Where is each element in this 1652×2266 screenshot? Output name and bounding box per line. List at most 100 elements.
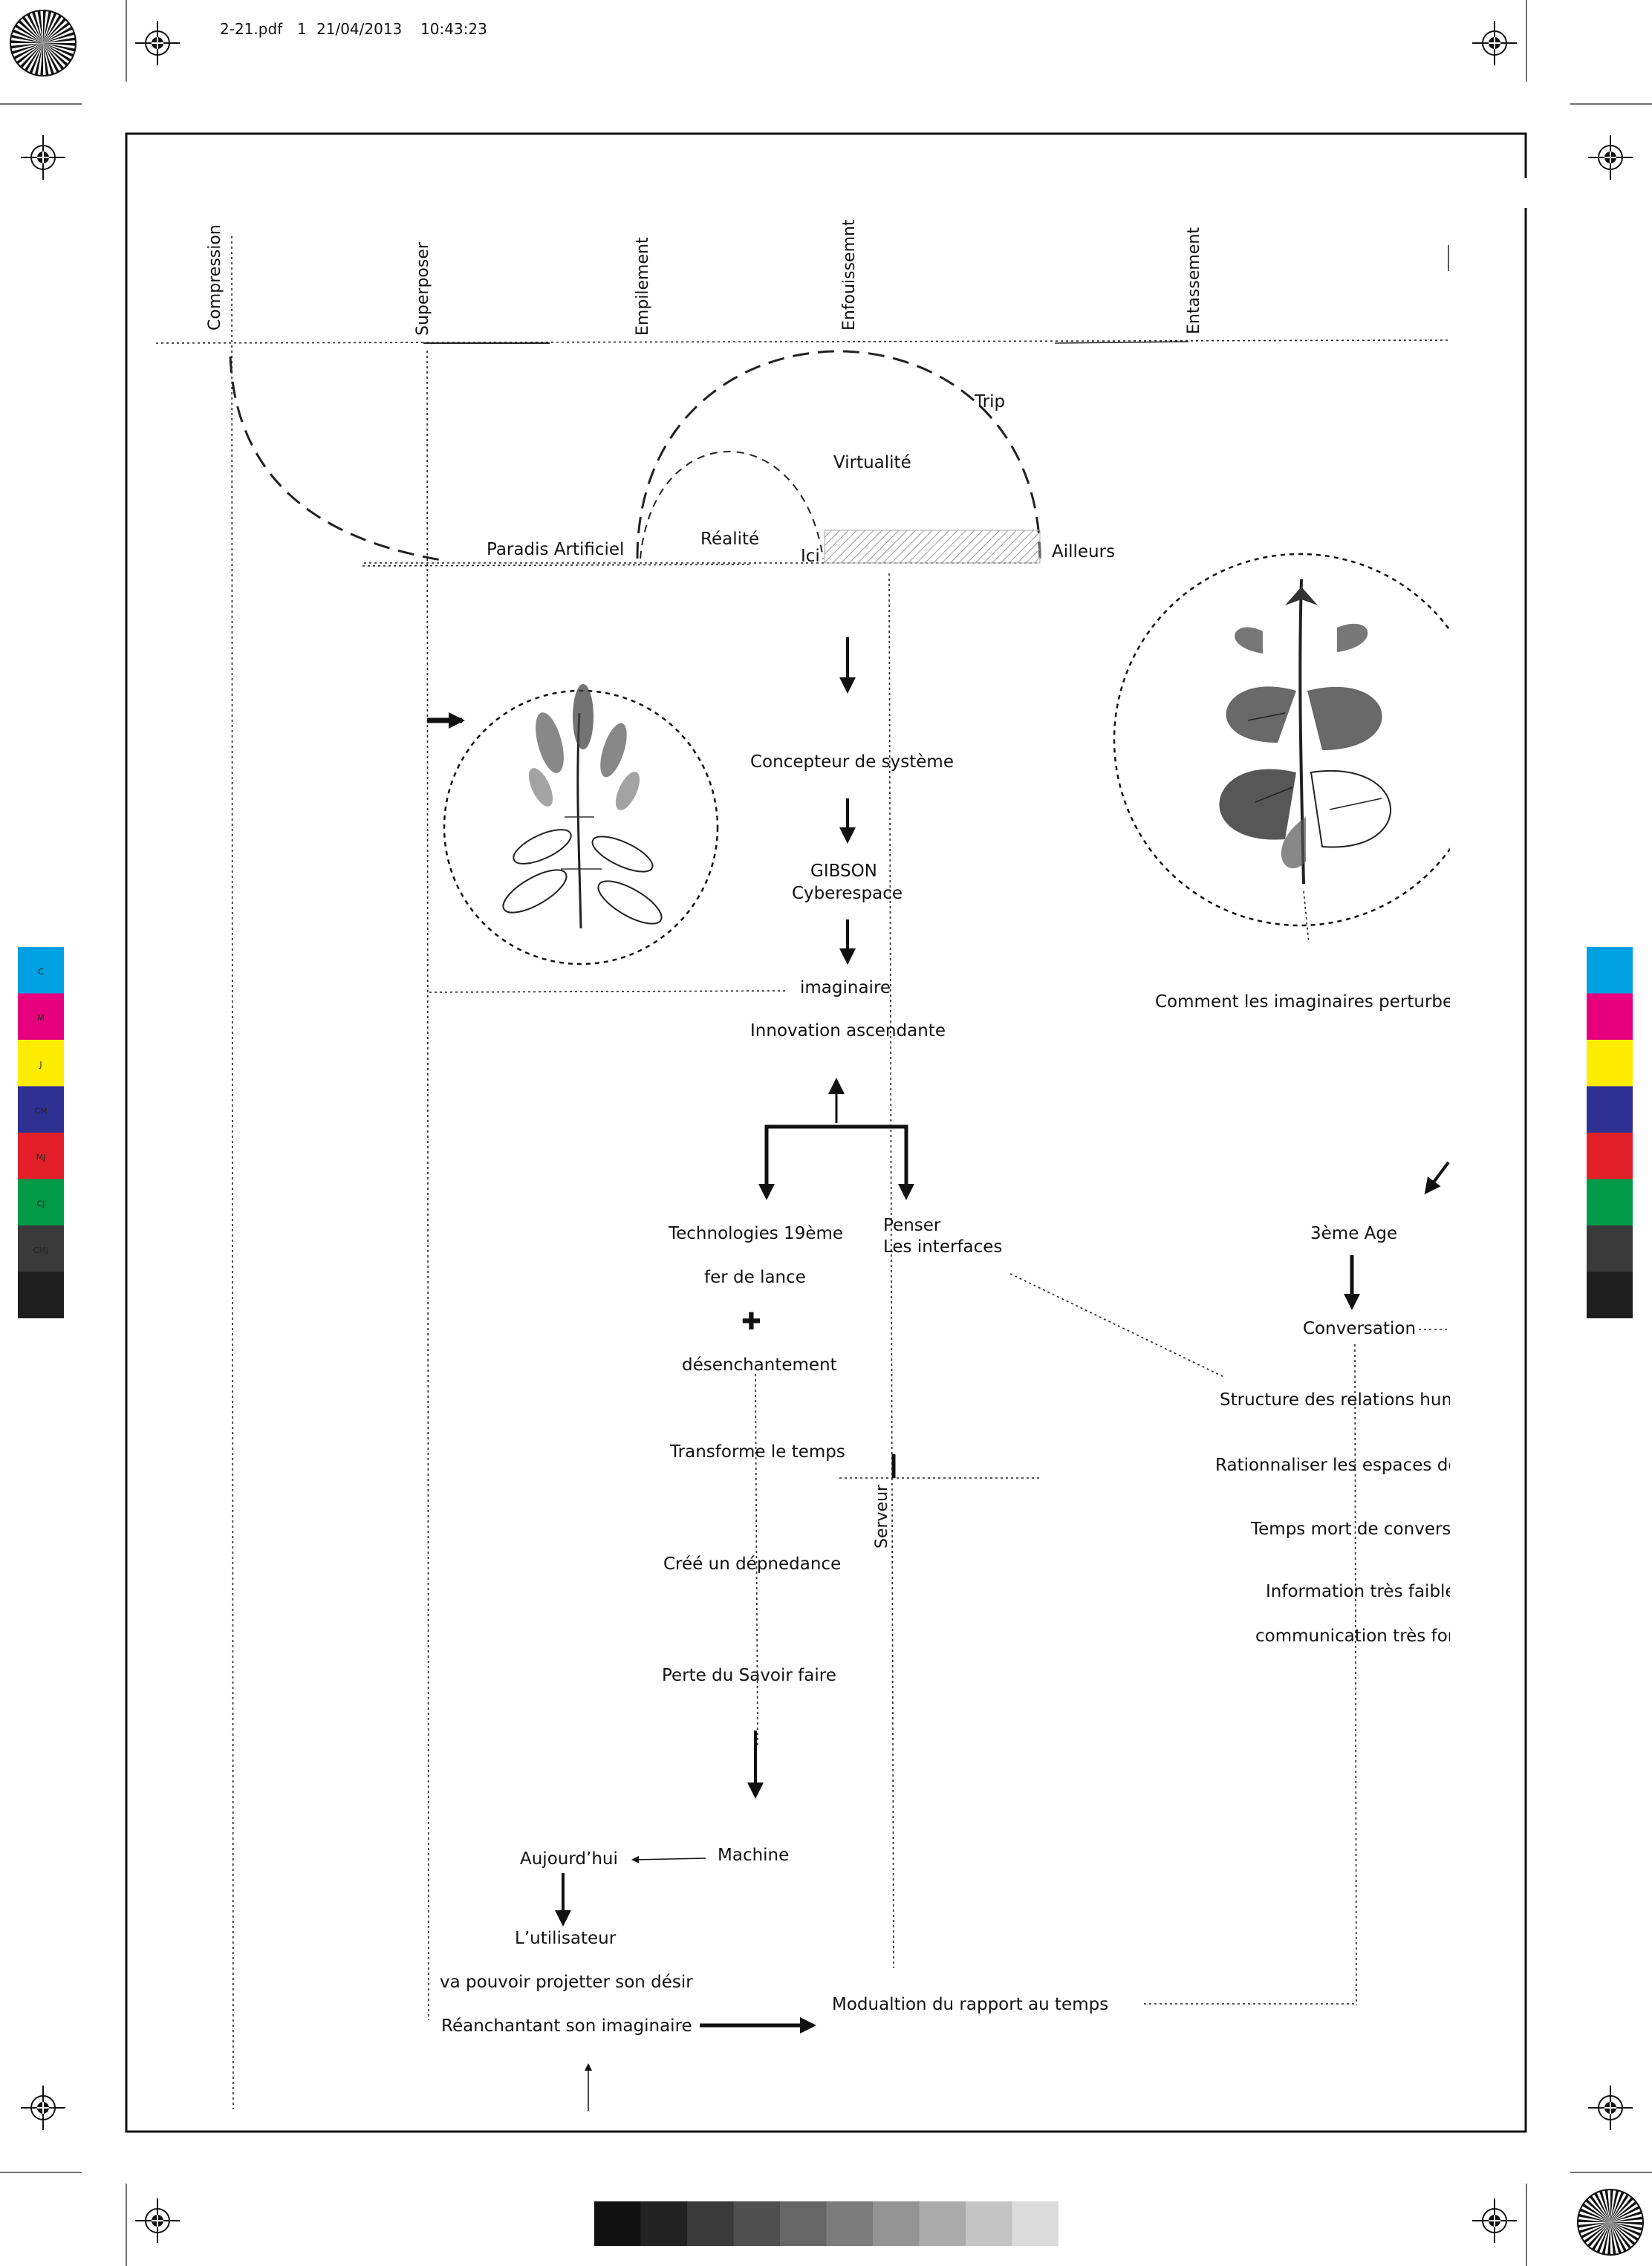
flow-arrows <box>427 637 1450 2111</box>
label-trip: Trip <box>974 392 1005 411</box>
gray-swatch <box>919 2201 966 2246</box>
label-interfaces: Les interfaces <box>883 1237 1002 1257</box>
gray-swatch <box>640 2201 687 2246</box>
compression-arc <box>229 356 446 562</box>
label-age: 3ème Age <box>1310 1224 1397 1243</box>
color-swatch <box>1587 947 1633 994</box>
gray-swatch <box>966 2201 1012 2246</box>
label-machine: Machine <box>718 1846 789 1865</box>
column-compression: Compression <box>206 224 224 331</box>
label-dependance: Créé un dépnedance <box>663 1554 841 1574</box>
label-innovation: Innovation ascendante <box>750 1021 946 1041</box>
color-swatch-label: M <box>37 1014 45 1023</box>
header-filename: 2-21.pdf <box>220 20 283 38</box>
color-swatch-label: C <box>38 967 44 977</box>
gray-swatch <box>687 2201 734 2246</box>
label-gibson: GIBSON <box>810 862 877 881</box>
gray-swatch <box>733 2201 780 2246</box>
color-bar-right <box>1587 947 1633 1318</box>
color-swatch-label: J <box>39 1060 42 1069</box>
label-comment: Comment les imaginaires perturbent <box>1155 992 1471 1012</box>
gray-swatch <box>594 2201 641 2246</box>
label-technologies: Technologies 19ème <box>668 1224 843 1243</box>
column-guides <box>231 235 1448 2110</box>
right-branch: Penser Les interfaces Serveur <box>873 1216 1002 1549</box>
color-swatch-label: CMJ <box>33 1246 48 1255</box>
gray-swatch <box>873 2201 920 2246</box>
label-ailleurs: Ailleurs <box>1052 542 1115 561</box>
header-date: 21/04/2013 <box>316 20 402 38</box>
starburst-target-icon <box>10 10 77 76</box>
label-modualtion: Modualtion du rapport au temps <box>832 1995 1108 2014</box>
page-frame <box>125 132 1527 2133</box>
label-utilisateur: L’utilisateur <box>515 1929 617 1948</box>
gray-swatch <box>826 2201 873 2246</box>
color-swatch <box>1587 1225 1633 1272</box>
header-page: 1 <box>297 20 307 38</box>
gray-swatch <box>780 2201 827 2246</box>
label-structure: Structure des relations huma <box>1220 1390 1469 1410</box>
label-rationaliser: Rationnaliser les espaces de <box>1215 1456 1458 1475</box>
column-labels: Compression Superposer Empilement Enfoui… <box>206 219 1203 336</box>
gray-scale-bar <box>594 2201 1058 2246</box>
label-penser: Penser <box>883 1216 941 1235</box>
label-information: Information très faible <box>1266 1582 1456 1601</box>
color-swatch <box>18 1086 64 1133</box>
label-serveur: Serveur <box>873 1484 891 1549</box>
color-swatch <box>1587 993 1633 1040</box>
color-swatch-label: N <box>38 1292 44 1302</box>
color-swatch <box>1587 1133 1633 1179</box>
label-conversation: Conversation <box>1303 1319 1416 1338</box>
label-ici: Ici <box>801 547 820 566</box>
label-temps-mort: Temps mort de conversa <box>1250 1520 1462 1539</box>
column-entassement: Entassement <box>1185 227 1203 334</box>
starburst-target-icon <box>1577 2189 1644 2256</box>
registration-mark-icon <box>20 134 66 180</box>
label-cyberspace: Cyberespace <box>792 884 903 903</box>
color-swatch <box>18 1225 64 1272</box>
color-swatch <box>18 1040 64 1087</box>
label-virtualite: Virtualité <box>833 453 911 472</box>
arc-system: Trip Virtualité Réalité Paradis Artifici… <box>229 350 1115 566</box>
label-transforme: Transforme le temps <box>669 1442 845 1462</box>
registration-mark-icon <box>1587 2085 1633 2131</box>
column-empilement: Empilement <box>634 237 652 336</box>
column-superposer: Superposer <box>414 241 432 336</box>
column-enfouissement: Enfouissemnt <box>840 219 859 331</box>
mint-plant-illustration <box>443 684 719 966</box>
hatched-zone <box>824 530 1041 564</box>
registration-mark-icon <box>20 2085 66 2131</box>
registration-mark-icon <box>134 20 181 66</box>
label-communication: communication très fort <box>1255 1627 1461 1646</box>
registration-mark-icon <box>134 2198 181 2244</box>
nettle-plant-illustration <box>1113 553 1487 927</box>
color-swatch-label: CM <box>34 1107 47 1116</box>
column-axis <box>155 339 1449 344</box>
print-header: 2-21.pdf 1 21/04/2013 10:43:23 <box>220 20 487 38</box>
registration-mark-icon <box>1587 134 1633 180</box>
label-concepteur: Concepteur de système <box>750 752 954 772</box>
color-swatch-label: MJ <box>36 1153 46 1162</box>
plus-icon: ✚ <box>741 1307 761 1335</box>
color-swatch <box>1587 1086 1633 1133</box>
registration-mark-icon <box>1471 20 1518 66</box>
color-swatch <box>18 1179 64 1225</box>
color-swatch-label: CJ <box>37 1199 45 1209</box>
label-imaginaire: imaginaire <box>800 978 891 997</box>
color-swatch <box>18 947 64 994</box>
label-perte: Perte du Savoir faire <box>662 1666 836 1685</box>
realite-arc <box>640 451 824 559</box>
color-swatch <box>1587 1272 1633 1318</box>
left-branch: Technologies 19ème fer de lance ✚ désenc… <box>440 1224 1108 2036</box>
color-swatch <box>1587 1040 1633 1087</box>
header-time: 10:43:23 <box>420 20 487 38</box>
gray-swatch <box>1012 2201 1058 2246</box>
color-swatch <box>18 993 64 1040</box>
label-fer: fer de lance <box>704 1268 806 1287</box>
right-column: Comment les imaginaires perturbent 3ème … <box>1155 992 1471 1646</box>
label-projetter: va pouvoir projetter son désir <box>440 1973 693 1992</box>
center-flow: Concepteur de système GIBSON Cyberespace… <box>750 752 954 1041</box>
